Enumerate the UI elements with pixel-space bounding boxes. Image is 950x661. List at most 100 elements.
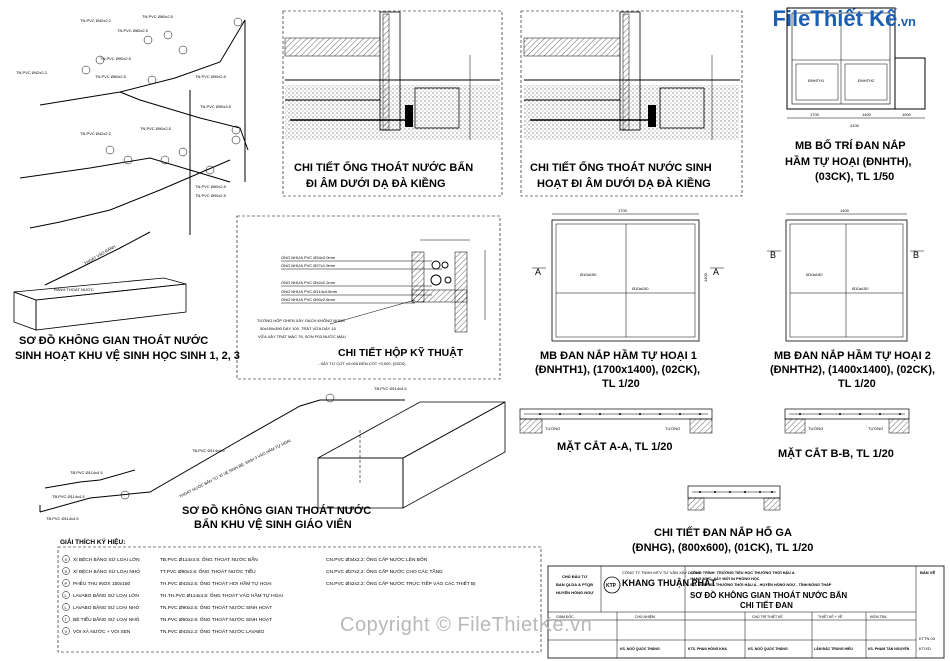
caption-d7-line1: MB ĐAN NẮP HẦM TỰ HOẠI 2 [774,349,931,362]
owner-line: HUYỆN HỒNG NGỰ [556,590,594,595]
pipe-label: TN.PVC Ø90x3.5 [200,104,232,109]
technical-shaft-detail: ỐNG NHỰA PVC Ø34x2.0mm ỐNG NHỰA PVC Ø27x… [236,215,501,380]
role-label: CHỦ TRÌ THIẾT KẾ [752,614,783,619]
caption-d4-line3: (03CK), TL 1/50 [815,171,894,183]
legend-line: XÍ BỆCH BẰNG SỨ LOẠI NHỎ [73,567,140,575]
plan-label-dnhth1: ĐNHTH1 [808,78,825,83]
legend-symbol-icon [62,627,70,635]
septic-tank-iso [317,401,506,509]
shaft-note: 50x190x390 DÀY 100. TRÁT VỮA DÀY 10 [260,326,337,331]
legend-line: TN.PVC Ø90x2.6: ỐNG THOÁT NƯỚC SINH HOẠT [160,604,272,611]
plan-label-dnhth2: ĐNHTH2 [858,78,875,83]
pipe-label: TN.PVC Ø60x2.5 [95,74,127,79]
plan-dim-total: 4100 [850,123,860,128]
section-b-b: TƯỜNG TƯỜNG MẶT CẮT B-B, TL 1/20 [778,408,910,460]
legend-line: TB.PVC Ø114x4.5: ỐNG THOÁT NƯỚC BẨN [160,556,258,563]
role-label: KIỂM TRA [870,614,887,619]
copyright-watermark: Copyright © FileThietKe.vn [340,614,593,636]
cover1-dim-h: 1400 [703,272,708,282]
legend-symbol-letter: V [65,629,68,634]
legend-line: LAVABO BẰNG SỨ LOẠI LỚN [73,591,139,599]
legend-symbol-icon [62,615,70,623]
company-line: CÔNG TY TNHH MTV TƯ VẤN XÂY DỰNG [622,570,700,575]
pipe-label: TN.PVC Ø60x2.5 [117,28,149,33]
cover-plan-2: 1400 Ø10a150 Ø10a150 B B MB ĐAN NẮP HẦM … [767,208,935,390]
pipe-label-drain: THOÁT VÀO RÃNH [83,244,116,266]
caption-d1-line2: SINH HOẠT KHU VỆ SINH HỌC SINH 1, 2, 3 [15,349,240,362]
shaft-note: TƯỜNG HỘP GHEN XÂY GẠCH KHÔNG NUNG [257,318,345,323]
cover1-rebar-2: Ø10a150 [632,286,649,291]
legend-line: TN.PVC Ø60x2.6: ỐNG THOÁT NƯỚC SINH HOẠT [160,616,272,623]
signer-name: KTS. PHAN HỒNG KHA [688,646,727,651]
caption-d7-line2: (ĐNHTH2), (1400x1400), (02CK), [770,364,935,376]
legend-symbol-letter: L [65,605,68,610]
caption-d6-line2: (ĐNHTH1), (1700x1400), (02CK), [535,364,700,376]
cover2-section-b-2: B [913,250,919,260]
caption-d8: MẶT CẮT A-A, TL 1/20 [557,440,673,453]
caption-d5-title: CHI TIẾT HỘP KỸ THUẬT [338,346,464,359]
drawing-subtitle: CHI TIẾT ĐAN [740,600,793,610]
section-detail-2: CHI TIẾT ỐNG THOÁT NƯỚC SINH HOẠT ĐI ÂM … [520,10,743,197]
caption-d7-line3: TL 1/20 [838,378,876,390]
legend-line: TN.PVC Ø42x2.2: ỐNG THOÁT NƯỚC LAVABO [160,628,265,635]
signer-name: KS. PHẠM TẤN NGUYÊN [868,646,910,651]
drainage-iso-students: TN.PVC Ø42x2.2 TN.PVC Ø60x2.5 TN.PVC Ø60… [13,14,249,362]
cover2-rebar-2: Ø10a150 [852,286,869,291]
legend-line: LAVABO BẰNG SỨ LOẠI NHỎ [73,603,140,611]
company-name: KHANG THUẬN PHÁT [622,577,716,588]
signer-name: KS. NGÔ QUỐC THẮNG [748,646,788,651]
shaft-note: ỐNG NHỰA PVC Ø90x2.6mm [281,297,336,302]
filethietke-logo: FileThiết Kế.vn [773,6,917,32]
section-detail-1: CHI TIẾT ỐNG THOÁT NƯỚC BẨN ĐI ÂM DƯỚI D… [282,10,503,197]
legend-line: BỆ TIỂU BẰNG SỨ LOẠI NHỎ [73,615,140,623]
cover-layout-plan: ĐNHTH1 ĐNHTH2 1700 1400 1000 4100 MB BỐ … [785,7,926,183]
legend-symbol-icon [62,555,70,563]
caption-d10-line1: SƠ ĐỒ KHÔNG GIAN THOÁT NƯỚC [182,504,371,517]
caption-d3-line1: CHI TIẾT ỐNG THOÁT NƯỚC SINH [530,160,712,174]
legend-line: TH.PVC Ø42x2.6: ỐNG THOÁT HƠI HẦM TỰ HOẠ… [160,580,272,587]
section-a-a: TƯỜNG TƯỜNG MẶT CẮT A-A, TL 1/20 [519,408,713,453]
sheet-number: KTTN 03 [919,636,936,641]
title-block: CHỦ ĐẦU TƯ BAN QLDA & PTQĐ HUYỆN HỒNG NG… [547,565,945,659]
cover2-rebar: Ø10a150 [806,272,823,277]
pipe-label: TN.PVC Ø90x2.5 [100,56,132,61]
caption-d3-line2: HOẠT ĐI ÂM DƯỚI DẠ ĐÀ KIỀNG [537,177,711,190]
gv-pipe-label: TB.PVC Ø114x4.5 [52,494,85,499]
legend-symbol-letter: X [65,557,68,562]
caption-d4-line2: HẦM TỰ HOẠI (ĐNHTH), [785,155,911,168]
fixture-symbols [81,17,243,175]
cover-plan-1: 1700 Ø10a150 Ø10a150 1400 A A MB ĐAN NẮP… [532,208,724,390]
legend-line: CN.PVC Ø34x2.2: ỐNG CẤP NƯỚC LÊN BỒN [326,555,428,563]
company-logo-abbr: KTP [606,583,617,589]
pipe-label: TN.PVC Ø42x2.2 [16,70,48,75]
shaft-note: ỐNG NHỰA PVC Ø27x1.9mm [281,263,336,268]
caption-d5-note: - XÂY TỪ CỐT ±0.000 ĐẾN CỐT +3.000, (03C… [318,361,406,366]
gv-pipe-label: TB.PVC Ø114x4.5 [46,516,79,521]
cover2-section-b: B [770,250,776,260]
plan-dim-1: 1700 [810,112,820,117]
gv-pipe-label: TB.PVC Ø114x4.5 [374,386,407,391]
cover1-rebar: Ø10a150 [580,272,597,277]
pipe-label: TN.PVC Ø60x2.5 [142,14,174,19]
legend-line: TH.TH.PVC Ø114x4.5: ỐNG THOÁT VÀO HẦM TỰ… [160,592,283,599]
caption-d6-line1: MB ĐAN NẮP HẦM TỰ HOẠI 1 [540,349,697,362]
legend-symbol-letter: T [65,617,68,622]
owner-line: CHỦ ĐẦU TƯ [562,574,588,579]
gv-pipe-label: TB.PVC Ø114x4.5 [192,448,225,453]
logo-brand: File [772,6,811,31]
legend-symbol-icon [62,603,70,611]
project-line: - ĐỊA ĐIỂM: XÃ THƯỜNG THỚI HẬU A - HUYỆN… [688,582,832,587]
shaft-note: ỐNG NHỰA PVC Ø114x4.5mm [281,289,338,294]
manhole-cover-detail: CHI TIẾT ĐAN NẮP HỐ GA (ĐNHG), (800x600)… [632,485,813,554]
sheet-label: BẢN VẼ [920,570,935,575]
caption-d11-line2: (ĐNHG), (800x600), (01CK), TL 1/20 [632,542,813,554]
legend-symbol-letter: L [65,593,68,598]
role-label: THIẾT KẾ + VẼ [818,614,843,619]
legend-line: CN.PVC Ø42x2.2: ỐNG CẤP NƯỚC TRỰC TIẾP V… [326,580,476,587]
legend-line: TT.PVC Ø90x2.6: ỐNG THOÁT NƯỚC TIỂU [160,568,256,575]
caption-d1-line1: SƠ ĐỒ KHÔNG GIAN THOÁT NƯỚC [19,334,208,347]
plan-dim-3: 1000 [902,112,912,117]
legend-symbol-letter: P [65,581,68,586]
